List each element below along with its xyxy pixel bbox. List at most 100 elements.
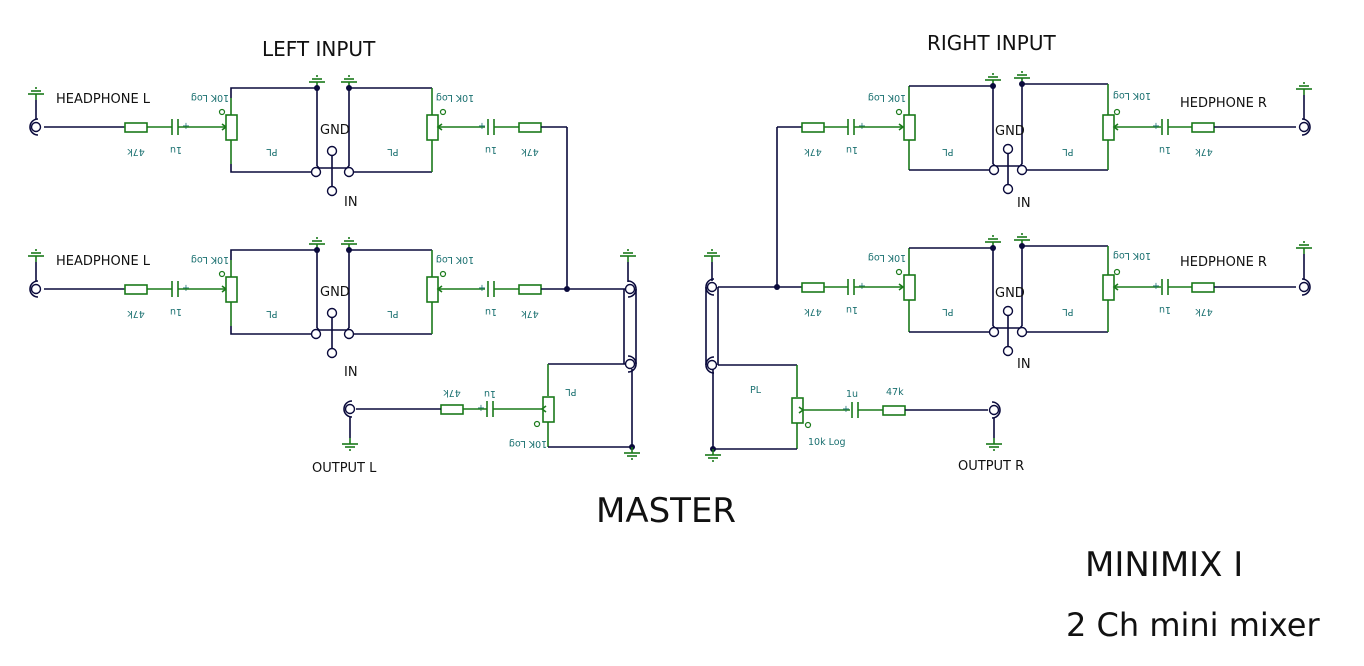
pot-terminal — [218, 108, 226, 116]
resistor-icon — [440, 404, 464, 415]
resistor-value-label: 47k — [127, 146, 145, 157]
pot-terminal — [895, 268, 903, 276]
gnd-label: GND — [320, 285, 350, 300]
resistor-value-label: 47k — [1195, 146, 1213, 157]
capacitor-polarity: + — [1152, 121, 1160, 132]
jack-icon — [29, 280, 39, 298]
pot-terminal — [1113, 268, 1121, 276]
terminal — [326, 307, 338, 319]
pot-value-label: 10K Log — [868, 252, 906, 263]
in-label: IN — [1017, 357, 1031, 372]
terminal — [624, 283, 636, 295]
resistor-value-label: 47k — [1195, 306, 1213, 317]
ground-icon — [342, 438, 358, 451]
jack-icon — [627, 280, 637, 298]
terminal — [988, 326, 1000, 338]
gnd-label: GND — [320, 123, 350, 138]
pot-terminal — [439, 108, 447, 116]
terminal — [326, 185, 338, 197]
ground-icon — [986, 438, 1002, 451]
shielded-cable — [623, 289, 637, 364]
terminal — [30, 121, 42, 133]
terminal — [326, 347, 338, 359]
output-left-label: OUTPUT L — [312, 461, 377, 476]
pot-value-label: 10K Log — [436, 254, 474, 265]
potentiometer-icon — [903, 114, 916, 141]
wire — [230, 326, 312, 335]
potentiometer-icon — [426, 114, 439, 141]
headphone-right-label: HEDPHONE R — [1180, 255, 1267, 270]
potentiometer-icon — [426, 276, 439, 303]
potentiometer-icon — [542, 396, 555, 423]
capacitor-value-label: 1u — [484, 388, 496, 399]
terminal — [343, 166, 355, 178]
potentiometer-icon — [225, 276, 238, 303]
pot-terminal — [533, 420, 541, 428]
master-title: MASTER — [596, 491, 736, 531]
capacitor-polarity: + — [1152, 281, 1160, 292]
resistor-icon — [1191, 282, 1215, 293]
pot-type-label: PL — [387, 308, 399, 319]
ground-icon — [1296, 82, 1312, 95]
pot-type-label: PL — [387, 146, 399, 157]
gnd-label: GND — [995, 286, 1025, 301]
resistor-icon — [518, 284, 542, 295]
resistor-icon — [801, 122, 825, 133]
resistor-value-label: 47k — [443, 387, 461, 398]
pot-type-label: PL — [1062, 146, 1074, 157]
output-right-label: OUTPUT R — [958, 459, 1024, 474]
pot-value-label: 10K Log — [191, 92, 229, 103]
in-label: IN — [344, 365, 358, 380]
capacitor-polarity: + — [842, 404, 850, 415]
wire — [230, 249, 317, 260]
pot-type-label: PL — [565, 386, 577, 397]
pot-value-label: 10K Log — [436, 92, 474, 103]
ground-icon — [1296, 241, 1312, 254]
terminal — [343, 328, 355, 340]
pot-value-label: 10K Log — [868, 92, 906, 103]
pot-value-label: 10K Log — [1113, 90, 1151, 101]
pot-terminal — [1113, 108, 1121, 116]
pot-terminal — [895, 108, 903, 116]
in-label: IN — [344, 195, 358, 210]
terminal — [988, 164, 1000, 176]
resistor-icon — [882, 405, 906, 416]
potentiometer-icon — [903, 274, 916, 301]
potentiometer-icon — [225, 114, 238, 141]
resistor-icon — [124, 284, 148, 295]
capacitor-value-label: 1u — [1159, 144, 1171, 155]
headphone-right-label: HEDPHONE R — [1180, 96, 1267, 111]
capacitor-value-label: 1u — [846, 389, 858, 400]
pot-value-label: 10K Log — [191, 254, 229, 265]
wire — [230, 87, 317, 98]
left-input-title: LEFT INPUT — [262, 37, 376, 61]
pot-terminal — [218, 270, 226, 278]
headphone-left-label: HEADPHONE L — [56, 92, 151, 107]
jack-icon — [705, 278, 715, 296]
terminal — [624, 358, 636, 370]
resistor-value-label: 47k — [521, 308, 539, 319]
terminal — [1002, 183, 1014, 195]
pot-type-label: PL — [942, 146, 954, 157]
wiper-arrow-icon — [898, 283, 905, 291]
capacitor-value-label: 1u — [485, 144, 497, 155]
ground-icon — [704, 249, 720, 262]
terminal — [1002, 345, 1014, 357]
jack-icon — [29, 118, 39, 136]
resistor-value-label: 47k — [521, 146, 539, 157]
wiper-arrow-icon — [898, 123, 905, 131]
terminal — [706, 281, 718, 293]
terminal — [30, 283, 42, 295]
resistor-value-label: 47k — [804, 146, 822, 157]
resistor-icon — [1191, 122, 1215, 133]
terminal — [310, 166, 322, 178]
terminal — [1002, 305, 1014, 317]
jack-icon — [1301, 278, 1311, 296]
jack-icon — [1301, 118, 1311, 136]
wire — [316, 327, 350, 331]
pot-terminal — [439, 270, 447, 278]
capacitor-value-label: 1u — [846, 144, 858, 155]
capacitor-value-label: 1u — [170, 144, 182, 155]
resistor-icon — [801, 282, 825, 293]
ground-icon — [624, 447, 640, 460]
